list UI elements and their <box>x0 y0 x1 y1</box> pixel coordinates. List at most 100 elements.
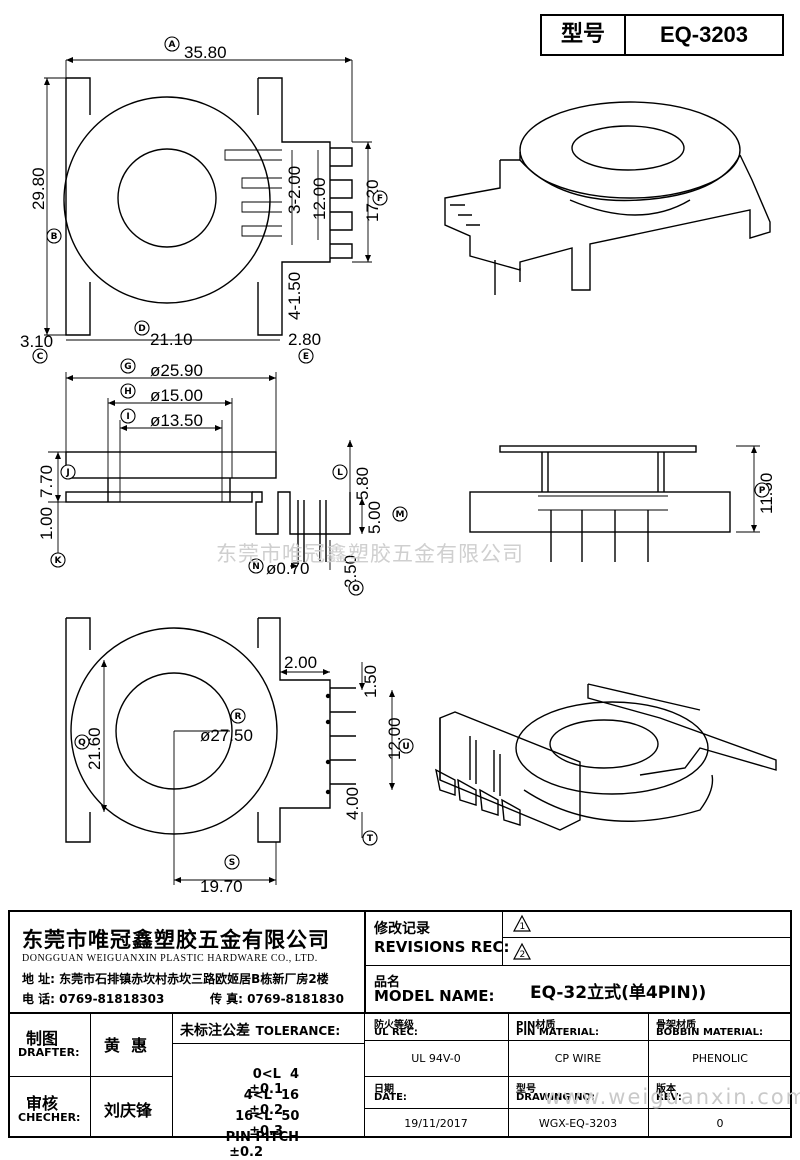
dim-u: 12.00 <box>385 717 404 760</box>
reference-marker-i: I <box>120 408 136 424</box>
dim-l: 5.80 <box>353 467 372 500</box>
reference-marker-d: D <box>134 320 150 336</box>
dim-j: 7.70 <box>37 465 56 498</box>
reference-letter: G <box>124 362 131 372</box>
divider <box>8 1076 172 1077</box>
title-block <box>8 910 792 1138</box>
bobbin-material-label-cn: 骨架材质 <box>656 1020 696 1031</box>
dim-k: 1.00 <box>37 507 56 540</box>
tolerance-range: 0<L 4 <box>252 1067 300 1082</box>
front-view-right <box>469 445 760 562</box>
reference-marker-c: C <box>32 348 48 364</box>
dim-a: 35.80 <box>184 43 227 62</box>
reference-letter: A <box>169 40 176 50</box>
bobbin-material-value: PHENOLIC <box>692 1052 748 1065</box>
drafter-label-cn: 制图 <box>26 1029 59 1048</box>
dim-n: ø0.70 <box>266 559 309 578</box>
model-name-value: EQ-32立式(单4PIN)) <box>530 983 707 1003</box>
divider <box>172 1043 364 1044</box>
divider <box>364 1040 792 1041</box>
dim-r: ø27.50 <box>200 726 253 745</box>
tolerance-row: 0<L 4 ±0.1 <box>226 1052 299 1097</box>
date-label-en: DATE: <box>374 1092 407 1103</box>
model-name-label-en: MODEL NAME: <box>374 987 495 1005</box>
dim-b: 29.80 <box>29 167 48 210</box>
date-label-cn: 日期 <box>374 1084 394 1095</box>
reference-marker-r: R <box>230 708 246 724</box>
fax-label: 传 真: <box>210 992 243 1006</box>
tolerance-range: PIN PITCH <box>225 1130 300 1145</box>
model-header-value: EQ-3203 <box>659 22 749 47</box>
top-view <box>44 57 372 341</box>
reference-marker-u: U <box>398 738 414 754</box>
reference-letter: L <box>337 468 343 478</box>
dim-s: 19.70 <box>200 877 243 896</box>
phone-value: 0769-81818303 <box>59 992 165 1006</box>
dim-c: 3.10 <box>20 332 53 351</box>
reference-marker-f: F <box>372 190 388 206</box>
dim-h: ø15.00 <box>150 386 203 405</box>
divider <box>366 965 792 966</box>
side-view <box>48 372 365 570</box>
reference-marker-h: H <box>120 383 136 399</box>
drafter-name: 黄 惠 <box>104 1036 148 1055</box>
reference-letter: M <box>396 510 405 520</box>
reference-marker-s: S <box>224 854 240 870</box>
reference-letter: T <box>367 834 374 844</box>
watermark-website: www.weiguanxin.com <box>544 1085 800 1109</box>
address-value: 东莞市石排镇赤坎村赤坎三路欧姬居B栋新厂房2楼 <box>59 972 329 986</box>
dim-f: 17.20 <box>363 179 382 222</box>
company-name-en: DONGGUAN WEIGUANXIN PLASTIC HARDWARE CO.… <box>22 953 318 964</box>
reference-marker-t: T <box>362 830 378 846</box>
divider <box>502 937 792 938</box>
divider <box>364 910 366 1014</box>
reference-letter: P <box>759 486 766 496</box>
date-value: 19/11/2017 <box>404 1117 468 1130</box>
address-label: 地 址: <box>22 972 55 986</box>
drawing-no-label-cn: 型号 <box>516 1084 536 1095</box>
checker-label-cn: 审核 <box>26 1094 59 1113</box>
drawing-no-value: WGX-EQ-3203 <box>538 1117 618 1130</box>
model-name-label-cn: 品名 <box>374 975 401 990</box>
revisions-label-en: REVISIONS REC: <box>374 938 510 956</box>
reference-marker-p: P <box>754 482 770 498</box>
tolerance-row: PIN PITCH ±0.2 <box>206 1115 299 1160</box>
rev-value: 0 <box>716 1117 724 1130</box>
reference-marker-m: M <box>392 506 408 522</box>
dim-e: 2.80 <box>288 330 321 349</box>
divider <box>172 1014 173 1138</box>
watermark-company: 东莞市唯冠鑫塑胶五金有限公司 <box>216 542 524 566</box>
tolerance-value: ±0.3 <box>249 1124 283 1139</box>
divider <box>364 1108 792 1109</box>
checker-label-en: CHECHER: <box>18 1111 81 1124</box>
reference-marker-j: J <box>60 464 76 480</box>
phone-row: 电 话: 0769-81818303 <box>22 990 164 1007</box>
reference-marker-k: K <box>50 552 66 568</box>
reference-marker-n: N <box>248 558 264 574</box>
reference-letter: I <box>126 412 129 422</box>
pin-material-label-cn: PIN材质 <box>516 1020 556 1031</box>
tolerance-row: 4<L 16 ±0.2 <box>226 1073 299 1118</box>
dim-i: ø13.50 <box>150 411 203 430</box>
revision-mark-1: 1 <box>520 922 526 932</box>
reference-marker-g: G <box>120 358 136 374</box>
divider <box>364 1076 792 1077</box>
bobbin-material-label-en: BOBBIN MATERIAL: <box>656 1027 764 1038</box>
reference-letter: S <box>229 858 235 868</box>
reference-marker-a: A <box>164 36 180 52</box>
phone-label: 电 话: <box>22 992 55 1006</box>
pin-material-value: CP WIRE <box>554 1052 602 1065</box>
checker-name: 刘庆锋 <box>104 1101 153 1120</box>
technical-drawing: 35.80 29.80 3.10 21.10 2.80 17.20 3-2.00… <box>20 36 777 896</box>
company-name-cn: 东莞市唯冠鑫塑胶五金有限公司 <box>22 928 330 952</box>
divider <box>8 1012 792 1014</box>
tolerance-row: 16<L 50 ±0.3 <box>226 1094 299 1139</box>
tolerance-label-cn: 未标注公差 <box>180 1023 250 1039</box>
reference-letter: D <box>138 324 145 334</box>
tolerance-value: ±0.1 <box>249 1082 283 1097</box>
reference-marker-l: L <box>332 464 348 480</box>
pin-material-label-en: PIN MATERIAL: <box>516 1027 599 1038</box>
address-row: 地 址: 东莞市石排镇赤坎村赤坎三路欧姬居B栋新厂房2楼 <box>22 970 329 987</box>
isometric-view-bottom <box>435 683 777 831</box>
fax-value: 0769-8181830 <box>247 992 344 1006</box>
